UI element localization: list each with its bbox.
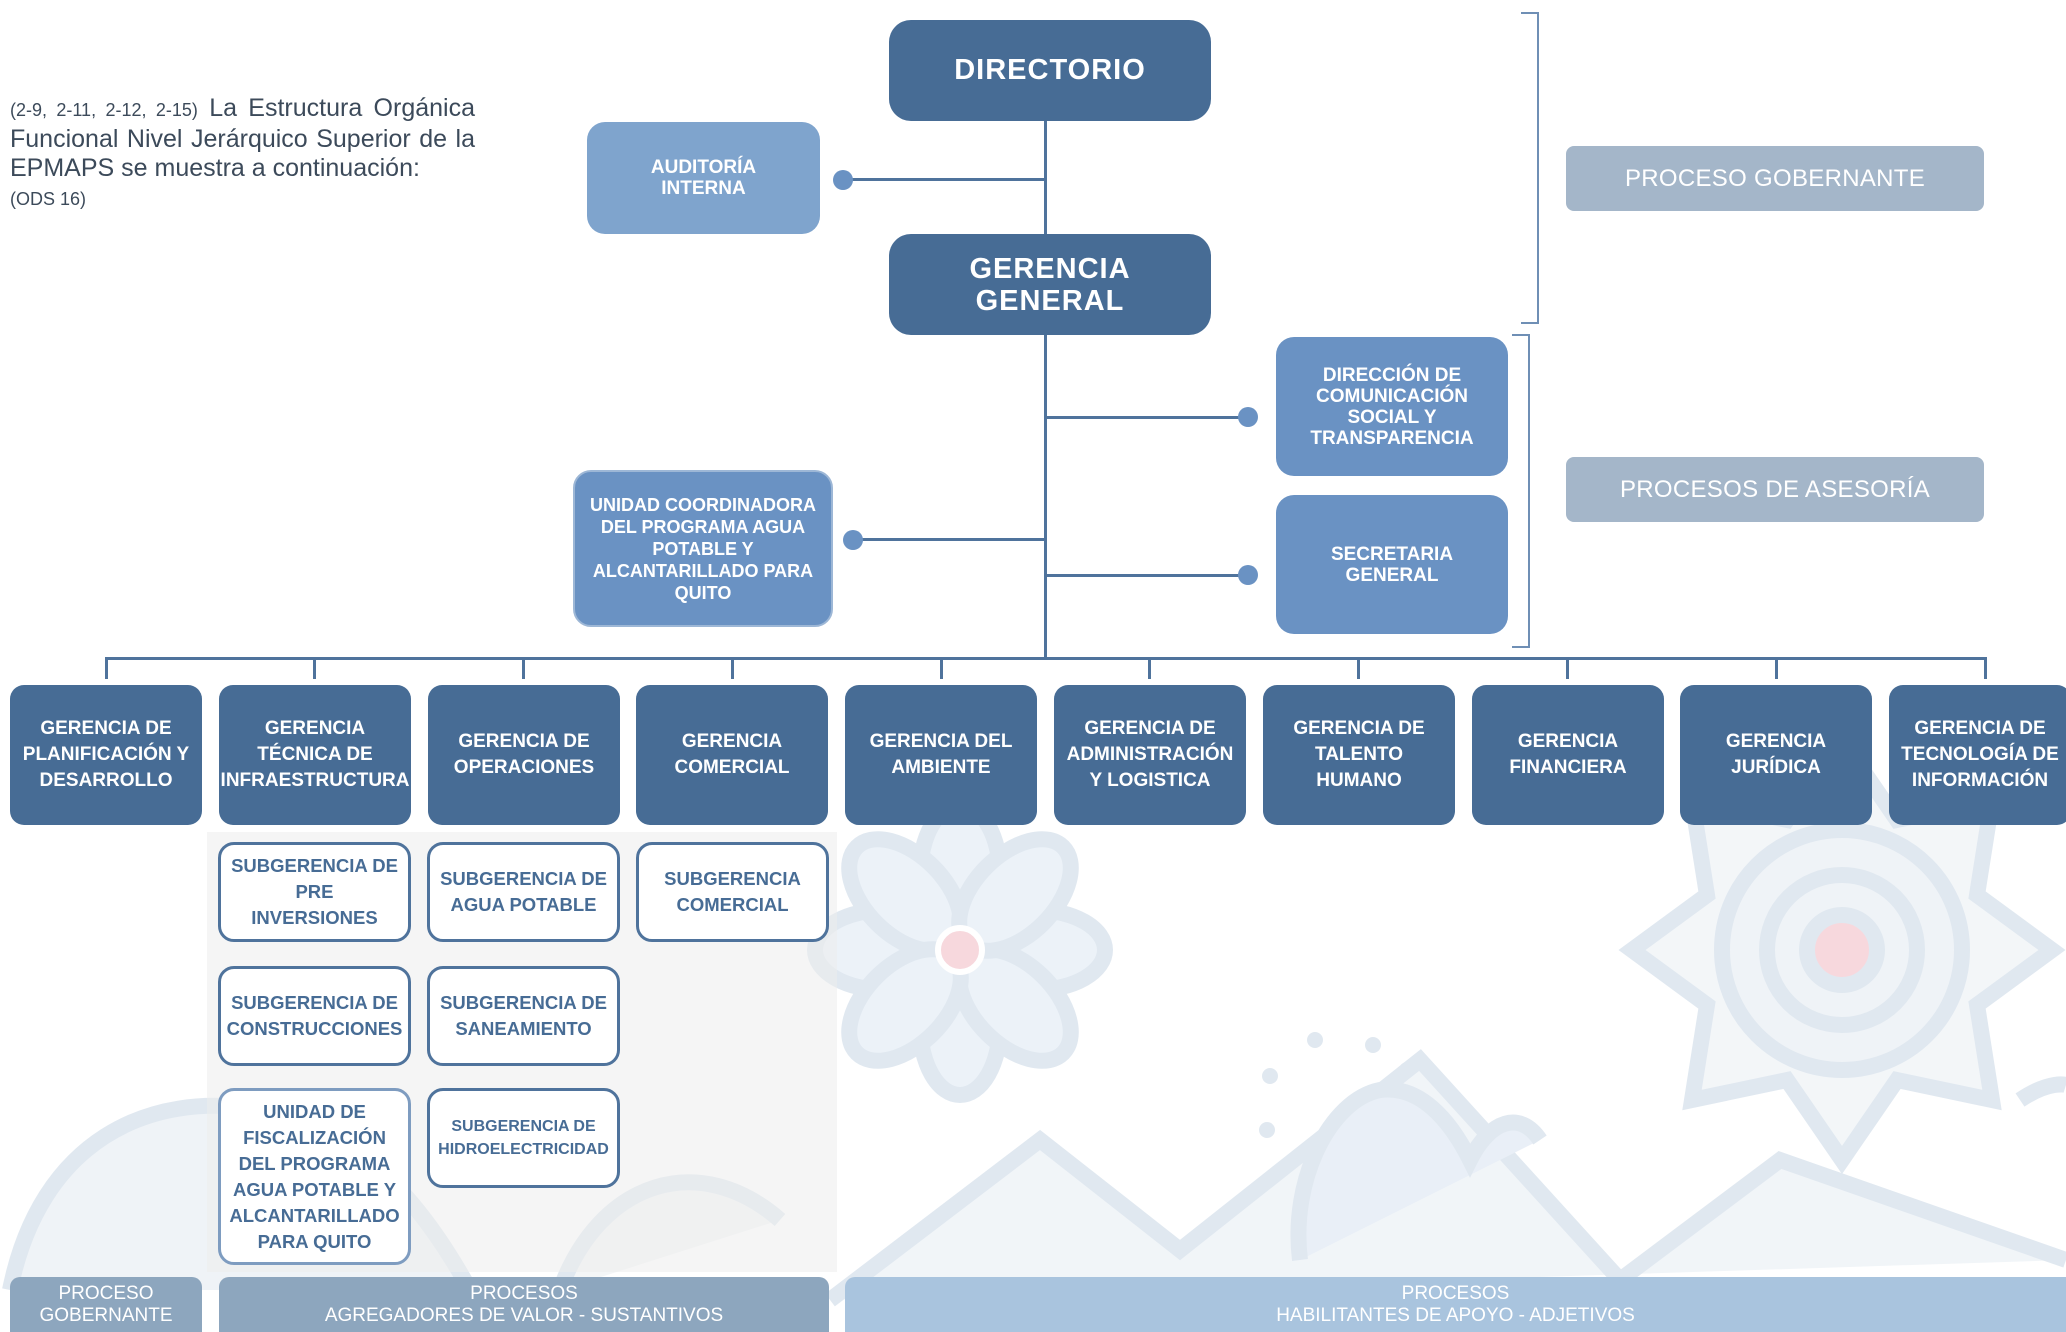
connector-main — [1044, 120, 1047, 660]
gri-references: (2-9, 2-11, 2-12, 2-15) — [10, 100, 198, 120]
connector-dept — [1984, 657, 1987, 679]
connector-dept — [1775, 657, 1778, 679]
splash-watermark-icon — [1290, 1081, 1547, 1261]
connector-dept — [731, 657, 734, 679]
unidad-coordinadora-label: UNIDAD COORDINADORA DEL PROGRAMA AGUA PO… — [590, 494, 816, 603]
secretaria-general-box: SECRETARIA GENERAL — [1276, 495, 1508, 634]
band-procesos-adjetivos: PROCESOS HABILITANTES DE APOYO - ADJETIV… — [845, 1277, 2066, 1332]
unidad-coordinadora-box: UNIDAD COORDINADORA DEL PROGRAMA AGUA PO… — [573, 470, 833, 627]
intro-paragraph: (2-9, 2-11, 2-12, 2-15) La Estructura Or… — [10, 94, 475, 214]
unidad-fiscalizacion: UNIDAD DE FISCALIZACIÓN DEL PROGRAMA AGU… — [218, 1088, 411, 1265]
intro-text: La Estructura Orgánica Funcional Nivel J… — [10, 94, 475, 182]
procesos-asesoria-label: PROCESOS DE ASESORÍA — [1566, 457, 1984, 522]
direccion-comunicacion-box: DIRECCIÓN DE COMUNICACIÓN SOCIAL Y TRANS… — [1276, 337, 1508, 476]
ods-reference: (ODS 16) — [10, 189, 87, 209]
directorio-box: DIRECTORIO — [889, 20, 1211, 121]
proceso-gobernante-label: PROCESO GOBERNANTE — [1566, 146, 1984, 211]
flower-watermark-icon — [807, 797, 1113, 1103]
direccion-comunicacion-label: DIRECCIÓN DE COMUNICACIÓN SOCIAL Y TRANS… — [1310, 364, 1474, 449]
connector-dept — [940, 657, 943, 679]
connector-dept — [1566, 657, 1569, 679]
connector-secretaria — [1044, 574, 1248, 577]
connector-dot — [1238, 407, 1258, 427]
dept-planificacion: GERENCIA DE PLANIFICACIÓN Y DESARROLLO — [10, 685, 202, 825]
dept-administracion: GERENCIA DE ADMINISTRACIÓN Y LOGISTICA — [1054, 685, 1246, 825]
sub-comercial: SUBGERENCIA COMERCIAL — [636, 842, 829, 942]
connector-dept — [105, 657, 108, 679]
connector-auditoria — [843, 178, 1046, 181]
connector-unidad — [853, 538, 1046, 541]
sub-agua-potable: SUBGERENCIA DE AGUA POTABLE — [427, 842, 620, 942]
dept-operaciones: GERENCIA DE OPERACIONES — [428, 685, 620, 825]
sub-construcciones: SUBGERENCIA DE CONSTRUCCIONES — [218, 966, 411, 1066]
connector-dept — [313, 657, 316, 679]
band-procesos-sustantivos: PROCESOS AGREGADORES DE VALOR - SUSTANTI… — [219, 1277, 829, 1332]
dept-financiera: GERENCIA FINANCIERA — [1472, 685, 1664, 825]
gerencia-general-label: GERENCIA GENERAL — [969, 252, 1131, 317]
auditoria-label: AUDITORÍA INTERNA — [650, 157, 757, 199]
secretaria-general-label: SECRETARIA GENERAL — [1330, 543, 1454, 586]
dept-infraestructura: GERENCIA TÉCNICA DE INFRAESTRUCTURA — [219, 685, 411, 825]
band-proceso-gobernante: PROCESO GOBERNANTE — [10, 1277, 202, 1332]
dept-ambiente: GERENCIA DEL AMBIENTE — [845, 685, 1037, 825]
dept-talento-humano: GERENCIA DE TALENTO HUMANO — [1263, 685, 1455, 825]
dept-tecnologia: GERENCIA DE TECNOLOGÍA DE INFORMACIÓN — [1889, 685, 2066, 825]
dept-juridica: GERENCIA JURÍDICA — [1680, 685, 1872, 825]
sub-hidroelectricidad: SUBGERENCIA DE HIDROELECTRICIDAD — [427, 1088, 620, 1188]
sub-pre-inversiones: SUBGERENCIA DE PRE INVERSIONES — [218, 842, 411, 942]
connector-comunicacion — [1044, 416, 1248, 419]
connector-departments — [105, 657, 1987, 660]
connector-dept — [1357, 657, 1360, 679]
sun-watermark-icon — [1618, 725, 2066, 1175]
directorio-label: DIRECTORIO — [954, 54, 1146, 86]
sub-saneamiento: SUBGERENCIA DE SANEAMIENTO — [427, 966, 620, 1066]
gerencia-general-box: GERENCIA GENERAL — [889, 234, 1211, 335]
connector-dept — [1148, 657, 1151, 679]
bracket-gobernante — [1521, 12, 1539, 324]
connector-dot — [833, 170, 853, 190]
connector-dot — [843, 530, 863, 550]
connector-dept — [522, 657, 525, 679]
dept-comercial: GERENCIA COMERCIAL — [636, 685, 828, 825]
connector-dot — [1238, 565, 1258, 585]
bracket-asesoria — [1512, 334, 1530, 648]
auditoria-box: AUDITORÍA INTERNA — [587, 122, 820, 234]
